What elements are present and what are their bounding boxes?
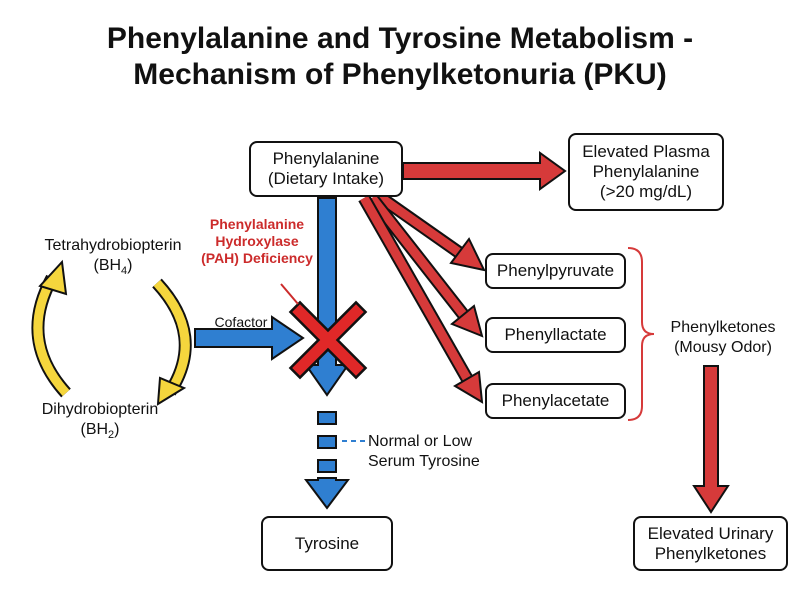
serum-tyrosine-label: Normal or Low Serum Tyrosine bbox=[368, 432, 508, 472]
bh2-name: Dihydrobiopterin bbox=[41, 401, 159, 418]
bh2-subscript: 2 bbox=[108, 429, 115, 442]
pah-deficiency-label: Phenylalanine Hydroxylase (PAH) Deficien… bbox=[186, 216, 328, 267]
to-phenylpyruvate-arrow bbox=[376, 191, 486, 272]
pah-line2: Hydroxylase bbox=[215, 233, 299, 249]
pah-line3: (PAH) Deficiency bbox=[201, 250, 313, 266]
cofactor-label: Cofactor bbox=[214, 314, 268, 330]
phenylalanine-label: Phenylalanine bbox=[272, 149, 380, 168]
tyrosine-box: Tyrosine bbox=[261, 516, 393, 571]
pah-line1: Phenylalanine bbox=[209, 216, 305, 232]
serum-line2: Serum Tyrosine bbox=[368, 453, 480, 470]
bh2-label: Dihydrobiopterin (BH2) bbox=[10, 400, 190, 445]
to-phenyllactate-arrow bbox=[366, 193, 484, 338]
bh2-to-bh4-arrow bbox=[31, 259, 71, 398]
diagram-title-line2: Mechanism of Phenylketonuria (PKU) bbox=[133, 58, 667, 91]
bh4-label: Tetrahydrobiopterin (BH4) bbox=[18, 236, 208, 281]
cofactor-arrow bbox=[194, 315, 305, 361]
phenylketones-label: Phenylketones (Mousy Odor) bbox=[656, 318, 790, 358]
bh2-abbr-line: (BH2) bbox=[80, 421, 120, 442]
elevated-urinary-line1: Elevated Urinary bbox=[647, 523, 774, 543]
diagram-title-line1: Phenylalanine and Tyrosine Metabolism - bbox=[106, 22, 694, 55]
bh4-subscript: 4 bbox=[121, 265, 128, 278]
bh4-abbr-line: (BH4) bbox=[93, 257, 133, 278]
phenylalanine-box: Phenylalanine(Dietary Intake) bbox=[249, 141, 403, 197]
bh4-abbr: BH bbox=[98, 257, 122, 274]
pah-block-x-icon bbox=[288, 300, 368, 380]
phenyllactate-box: Phenyllactate bbox=[485, 317, 626, 353]
to-phenylacetate-arrow bbox=[358, 194, 484, 404]
mousy-odor-line: (Mousy Odor) bbox=[674, 339, 772, 356]
elevated-plasma-threshold: (>20 mg/dL) bbox=[599, 182, 693, 201]
to-elevated-plasma-arrow bbox=[402, 151, 567, 191]
elevated-plasma-line1: Elevated Plasma bbox=[582, 142, 710, 161]
bh4-to-bh2-arrow bbox=[152, 278, 192, 406]
serum-line1: Normal or Low bbox=[368, 433, 473, 450]
to-elevated-urinary-arrow bbox=[692, 365, 730, 514]
dietary-intake-label: (Dietary Intake) bbox=[267, 169, 385, 188]
phenylketones-bracket bbox=[627, 247, 655, 421]
phenylpyruvate-box: Phenylpyruvate bbox=[485, 253, 626, 289]
elevated-plasma-line2: Phenylalanine bbox=[592, 162, 700, 181]
bh2-abbr: BH bbox=[85, 421, 109, 438]
dashed-tyrosine-segment bbox=[317, 411, 337, 473]
phenylalanine-to-block-arrow bbox=[304, 197, 350, 397]
tyrosine-arrowhead bbox=[304, 477, 350, 510]
phenylketones-line1: Phenylketones bbox=[670, 319, 776, 336]
pah-pointer-line bbox=[280, 283, 299, 305]
elevated-urinary-line2: Phenylketones bbox=[654, 543, 767, 563]
phenylacetate-box: Phenylacetate bbox=[485, 383, 626, 419]
bh4-name: Tetrahydrobiopterin bbox=[44, 237, 182, 254]
